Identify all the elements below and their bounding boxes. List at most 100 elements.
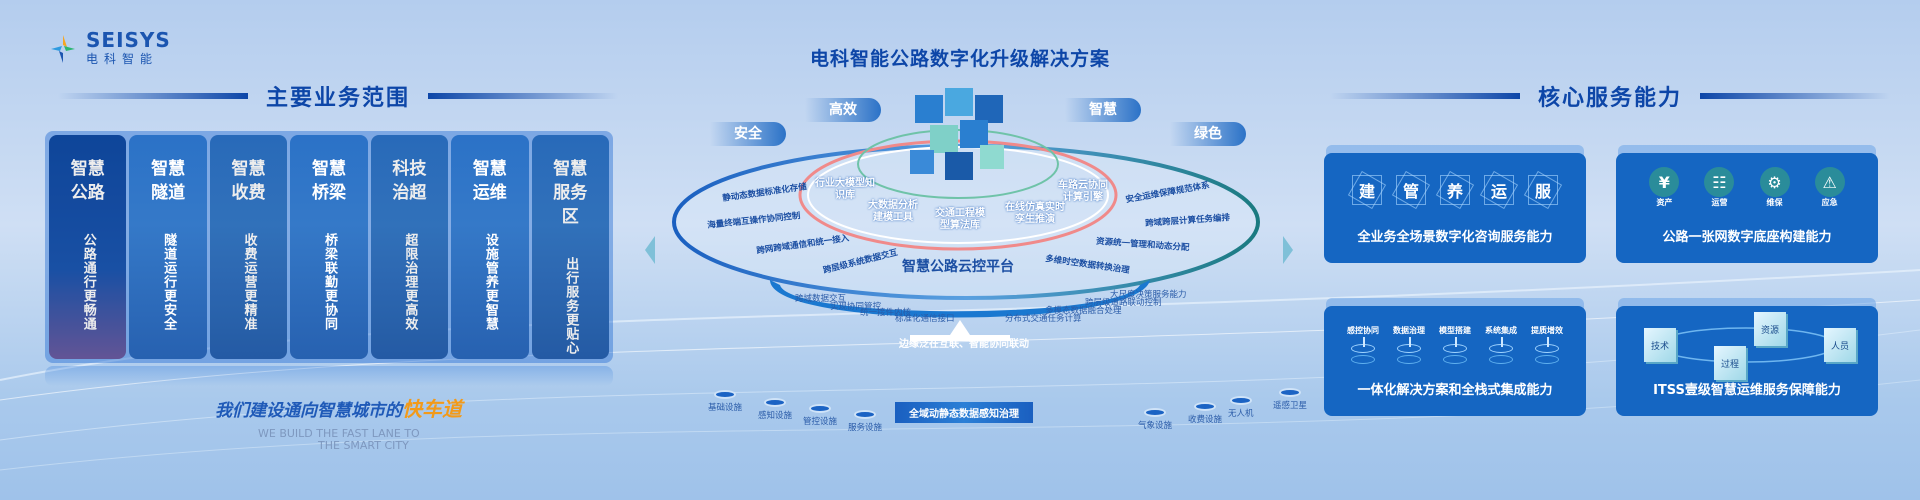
business-card[interactable]: 智慧桥梁桥梁联勤更协同 [290, 135, 368, 359]
node-resource: 资源 [1754, 312, 1786, 346]
edge-label: 标准化通信接口 [895, 314, 955, 324]
device-icon [854, 410, 876, 419]
device-item: 基础设施 [708, 388, 742, 413]
service-card-integration[interactable]: for(let i=0;i<5;i++)document.write('<div… [1324, 306, 1586, 416]
card-caption: ITSS壹级智慧运维服务保障能力 [1653, 383, 1841, 398]
right-section-title: 核心服务能力 [1330, 80, 1891, 112]
node-process: 过程 [1714, 346, 1746, 380]
pill-efficiency: 高效 [805, 98, 881, 122]
card-caption: 公路一张网数字底座构建能力 [1662, 230, 1832, 245]
business-cards: for(let i=0;i<7;i++)document.write('<div… [45, 131, 613, 363]
inner-item: 大数据分析建模工具 [868, 200, 918, 223]
device-label: 气象设施 [1138, 421, 1173, 431]
card-title: 智慧公路 [70, 159, 105, 203]
business-card[interactable]: 智慧运维设施管养更智慧 [451, 135, 529, 359]
warning-icon: ⚠应急 [1805, 167, 1855, 208]
inner-item: 交通工程模型算法库 [935, 208, 985, 231]
device-item: 无人机 [1228, 394, 1254, 419]
edge-band: 边缘泛在互联、智能协同联动 [899, 339, 1029, 350]
slogan: 我们建设通向智慧城市的快车道 [215, 397, 462, 421]
business-card[interactable]: 智慧服务区出行服务更贴心 [531, 135, 609, 359]
char-badge: 管 [1396, 175, 1426, 205]
step-item: 数据治理 [1389, 325, 1429, 364]
architecture-diagram [672, 88, 1260, 341]
left-section-title: 主要业务范围 [58, 80, 619, 112]
step-item: 感控协同 [1343, 325, 1383, 364]
device-icon [809, 404, 831, 413]
device-icon [764, 398, 786, 407]
service-card-consulting[interactable]: for(let i=0;i<5;i++)document.write('<spa… [1324, 153, 1586, 263]
device-item: 遥感卫星 [1273, 386, 1307, 411]
card-desc: 超限治理更高效 [402, 233, 418, 331]
device-label: 基础设施 [708, 403, 743, 413]
logo-text-en: SEISYS [86, 28, 171, 52]
inner-item: 车路云协同计算引擎 [1058, 180, 1108, 203]
char-badge: 建 [1352, 175, 1382, 205]
edge-label: 分布式交通任务计算 [1005, 314, 1082, 324]
logo: SEISYS 电科智能 [48, 30, 171, 67]
main-title: 电科智能公路数字化升级解决方案 [809, 48, 1110, 70]
inner-item: 在线仿真实时孪生推演 [1005, 202, 1065, 225]
logo-icon [51, 34, 75, 63]
devices-row: const dp=[[0,8],[50,16],[95,22],[140,28]… [708, 380, 1307, 433]
char-badge: 运 [1484, 175, 1514, 205]
pill-green: 绿色 [1170, 122, 1246, 146]
card-title: 智慧运维 [472, 159, 507, 203]
step-item: 模型搭建 [1435, 325, 1475, 364]
device-icon [1229, 396, 1252, 405]
cards-reflection [45, 366, 613, 386]
data-band: 全域动静态数据感知治理 [895, 402, 1033, 423]
device-label: 感知设施 [758, 411, 793, 421]
edge-label: 多模态数据融合处理 [1045, 306, 1122, 316]
left-arrow-icon [645, 236, 655, 264]
card-caption: 一体化解决方案和全栈式集成能力 [1357, 383, 1553, 398]
device-label: 服务设施 [848, 423, 883, 433]
card-title: 科技治超 [392, 159, 427, 203]
logo-text-cn: 电科智能 [86, 52, 159, 66]
house-yuan-icon: ¥资产 [1639, 167, 1689, 208]
card-desc: 收费运营更精准 [241, 233, 257, 331]
gear-icon: ⚙维保 [1750, 167, 1800, 208]
card-desc: 设施管养更智慧 [482, 233, 498, 331]
business-card[interactable]: 智慧公路公路通行更畅通 [49, 135, 127, 359]
cycle-arrows-icon [1655, 327, 1837, 363]
device-label: 管控设施 [803, 417, 838, 427]
card-desc: 公路通行更畅通 [80, 233, 96, 331]
business-card[interactable]: 智慧隧道隧道运行更安全 [129, 135, 207, 359]
business-card[interactable]: 智慧收费收费运营更精准 [209, 135, 288, 359]
char-badge: 养 [1440, 175, 1470, 205]
pill-safety: 安全 [710, 122, 786, 146]
device-label: 收费设施 [1188, 415, 1223, 425]
org-chart-icon: ☷运营 [1694, 167, 1744, 208]
inner-item: 行业大模型知识库 [815, 178, 875, 201]
device-icon [1144, 408, 1166, 417]
edge-label: 跨层级道路联动控制 [1085, 298, 1162, 308]
edge-label: 统一接件内核 [860, 308, 912, 318]
pill-smart: 智慧 [1065, 98, 1141, 122]
slogan-highlight: 快车道 [402, 397, 462, 421]
card-title: 智慧服务区 [553, 159, 588, 227]
node-tech: 技术 [1644, 328, 1676, 362]
device-icon [1194, 402, 1216, 411]
edge-label: 跨域数据交互 [795, 294, 847, 304]
device-label: 无人机 [1228, 409, 1254, 419]
service-card-digital-base[interactable]: ¥资产 ☷运营 ⚙维保 ⚠应急 公路一张网数字底座构建能力 [1616, 153, 1878, 263]
device-item: 服务设施 [848, 408, 882, 433]
platform-label: 智慧公路云控平台 [902, 259, 1014, 275]
char-badge: 服 [1528, 175, 1558, 205]
service-card-itss[interactable]: 技术 资源 人员 过程 ITSS壹级智慧运维服务保障能力 [1616, 306, 1878, 416]
business-card[interactable]: 科技治超超限治理更高效 [370, 135, 449, 359]
right-arrow-icon [1283, 236, 1293, 264]
device-item: 收费设施 [1188, 400, 1222, 425]
card-caption: 全业务全场景数字化咨询服务能力 [1357, 230, 1553, 245]
card-title: 智慧收费 [231, 159, 266, 203]
edge-label: 大尺度决策服务能力 [1110, 290, 1187, 300]
card-title: 智慧桥梁 [311, 159, 346, 203]
edge-label: 实现协同管控 [830, 302, 882, 312]
card-desc: 隧道运行更安全 [161, 233, 177, 331]
card-desc: 桥梁联勤更协同 [321, 233, 337, 331]
cube-cluster-icon [910, 88, 1004, 180]
device-item: 管控设施 [803, 402, 837, 427]
device-icon [1279, 388, 1301, 397]
